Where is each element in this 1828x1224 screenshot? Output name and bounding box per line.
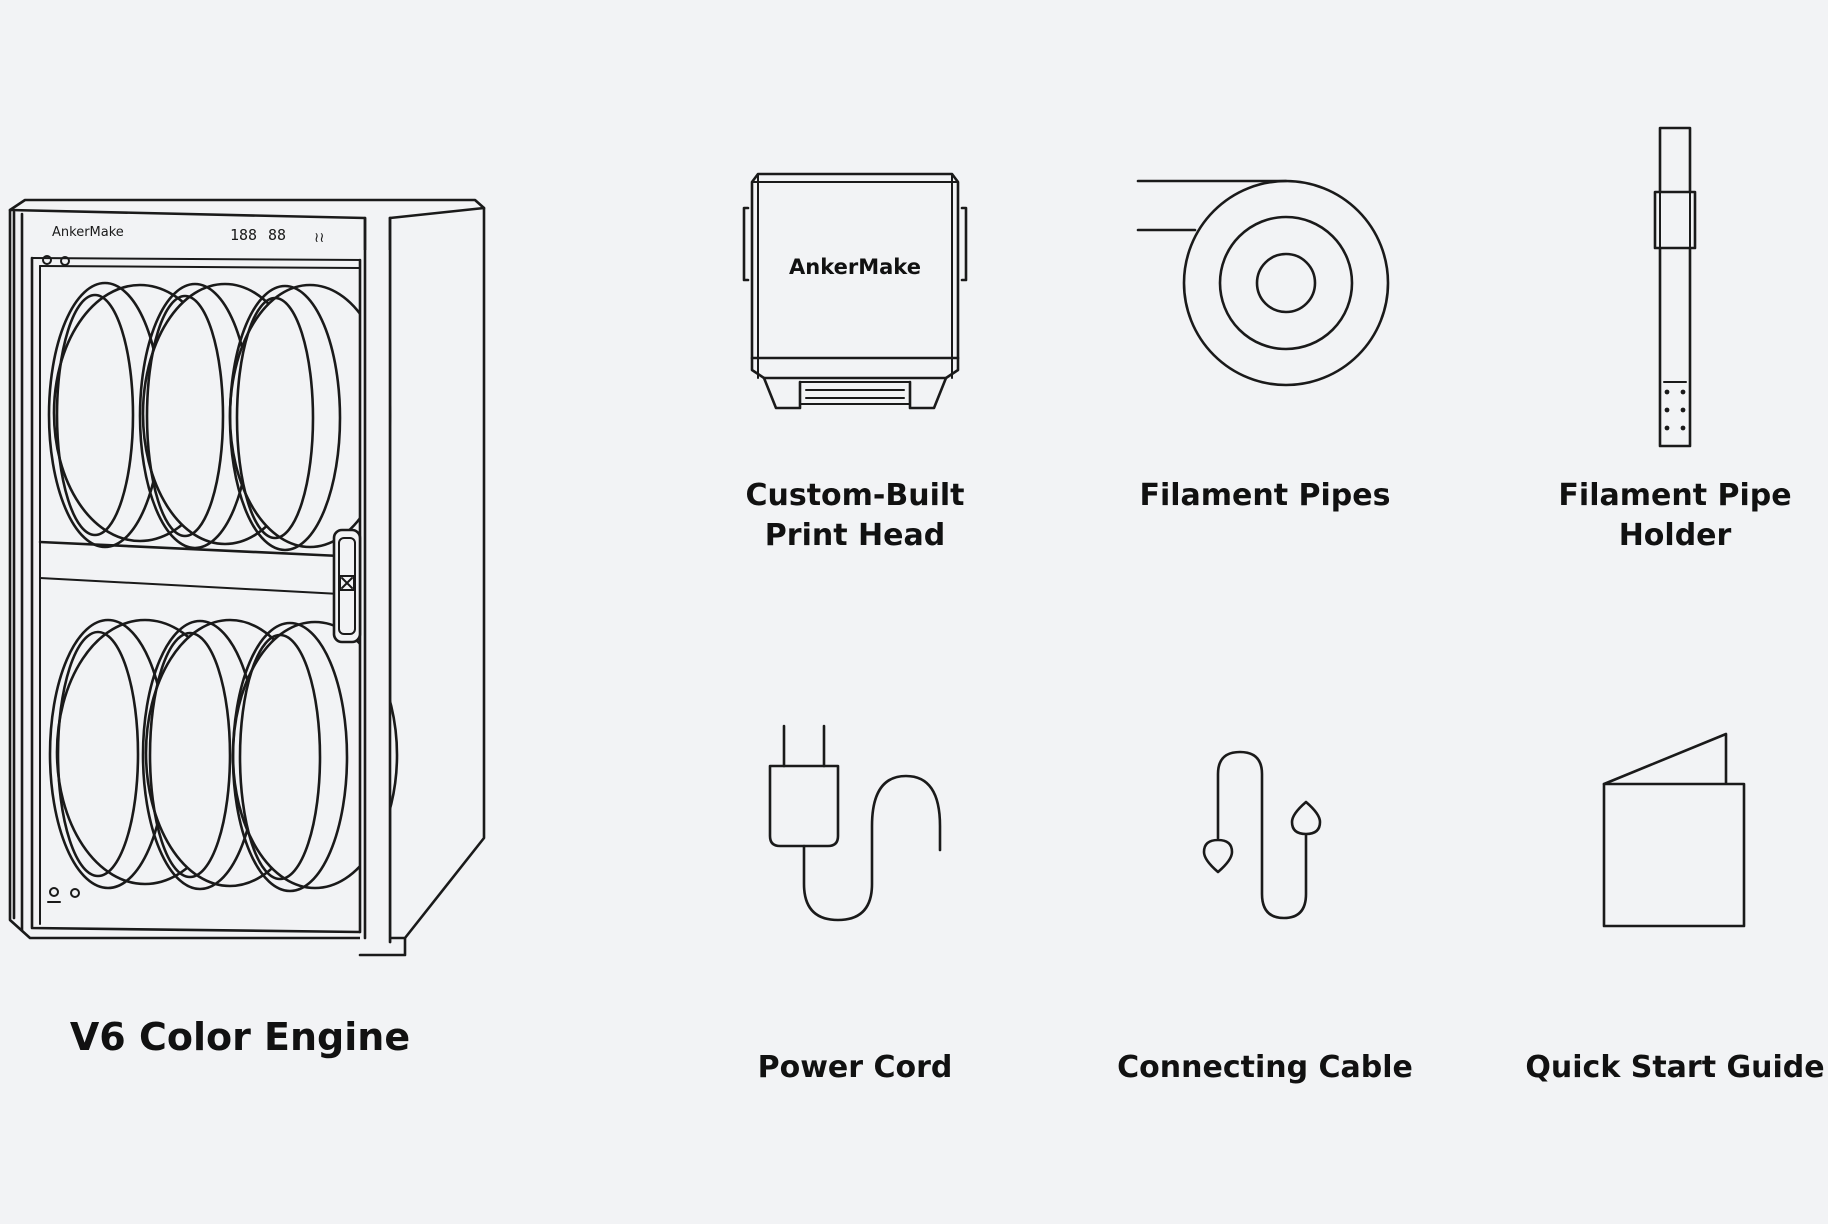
- engine-brand-text: AnkerMake: [52, 225, 124, 240]
- print-head-illustration: AnkerMake: [740, 168, 970, 418]
- filament-pipe-coil-icon: [1136, 179, 1390, 387]
- booklet-icon: [1602, 732, 1746, 928]
- connecting-cable-icon: [1202, 750, 1322, 920]
- color-engine-illustration: AnkerMake 188 88 ≀≀: [0, 190, 500, 960]
- spool-top-right: [228, 283, 392, 552]
- quick-start-guide-label: Quick Start Guide: [1525, 1050, 1825, 1085]
- filament-pipes-label: Filament Pipes: [1139, 478, 1391, 513]
- pipe-holder-label: Filament Pipe Holder: [1558, 478, 1792, 553]
- print-head-label: Custom-Built Print Head: [745, 478, 965, 553]
- print-head-icon: AnkerMake: [742, 172, 968, 410]
- engine-display-humidity: 88: [268, 226, 286, 244]
- filament-pipes-illustration: [1130, 170, 1410, 400]
- connecting-cable-illustration: [1190, 744, 1340, 924]
- pipe-holder-illustration: [1640, 124, 1710, 454]
- quick-start-guide-illustration: [1596, 730, 1756, 930]
- pipe-holder-icon: [1653, 126, 1697, 448]
- spool-bottom-right: [231, 620, 399, 893]
- engine-display-temp: 188: [230, 226, 257, 244]
- print-head-brand-text: AnkerMake: [789, 255, 921, 279]
- power-plug-icon: [768, 724, 942, 922]
- svg-text:≀≀: ≀≀: [314, 230, 325, 246]
- color-engine-cabinet-icon: AnkerMake 188 88 ≀≀: [8, 198, 486, 957]
- color-engine-label: V6 Color Engine: [69, 1015, 411, 1059]
- connecting-cable-label: Connecting Cable: [1117, 1050, 1413, 1085]
- power-cord-illustration: [760, 716, 960, 926]
- power-cord-label: Power Cord: [757, 1050, 953, 1085]
- door-handle: [332, 528, 362, 644]
